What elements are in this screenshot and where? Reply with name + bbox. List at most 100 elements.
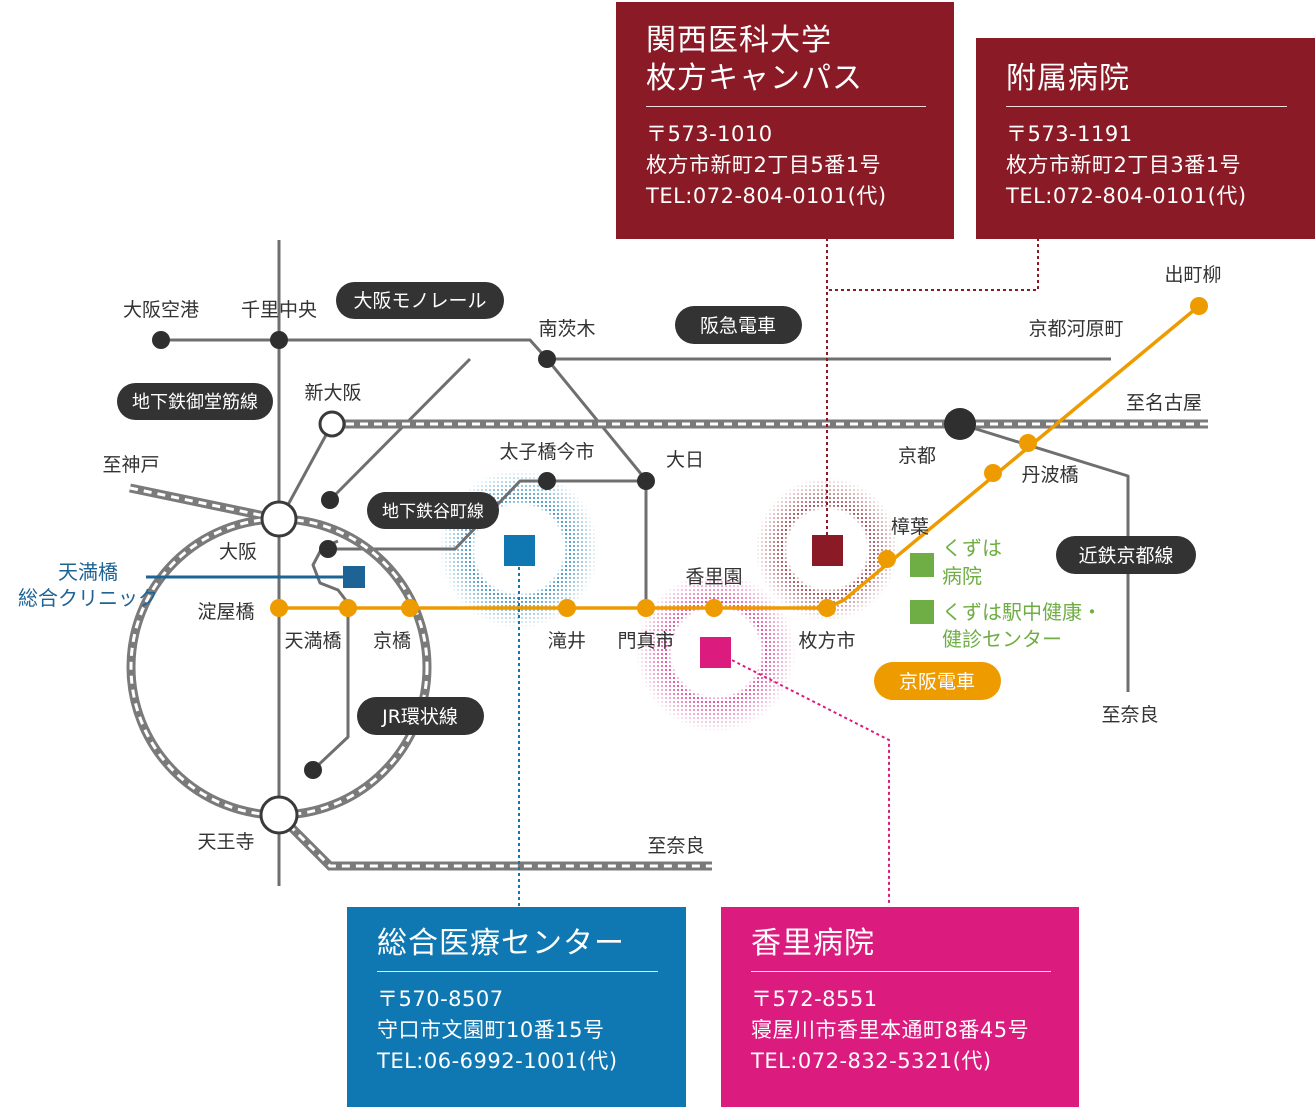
facility-label-kuzuha-center-2: 健診センター bbox=[942, 627, 1062, 651]
station-demachiyanagi bbox=[1190, 297, 1208, 315]
hankyu-osaka-branch bbox=[328, 357, 472, 502]
label-kintetsu: 近鉄京都線 bbox=[1078, 545, 1173, 567]
station-label-kyoto: 京都 bbox=[898, 445, 936, 467]
card-fuzoku-address: 枚方市新町2丁目3番1号 bbox=[1006, 153, 1242, 177]
station-korien bbox=[705, 599, 723, 617]
card-kanidai-title-1: 関西医科大学 bbox=[646, 23, 832, 58]
station-keihan-kyoto bbox=[1019, 434, 1037, 452]
station-kyoto bbox=[944, 408, 976, 440]
station-takii bbox=[558, 599, 576, 617]
station-label-osaka-airport: 大阪空港 bbox=[123, 299, 199, 321]
card-kori-title: 香里病院 bbox=[751, 926, 875, 961]
kintetsu-line bbox=[959, 422, 1130, 692]
station-kadoma bbox=[637, 599, 655, 617]
station-label-minami-ibaraki: 南茨木 bbox=[538, 318, 595, 340]
facility-kanidai-marker[interactable] bbox=[812, 535, 843, 566]
hankyu-line bbox=[279, 338, 1111, 361]
station-label-yodoyabashi: 淀屋橋 bbox=[197, 601, 254, 623]
station-label-kyobashi: 京橋 bbox=[373, 630, 411, 652]
facility-kori-marker[interactable] bbox=[700, 637, 731, 668]
station-hankyu-branch-end bbox=[321, 491, 339, 509]
card-kori-postal: 〒572-8551 bbox=[751, 987, 878, 1011]
card-fuzoku-postal: 〒573-1191 bbox=[1006, 122, 1133, 146]
station-osaka-airport bbox=[152, 331, 170, 349]
station-label-to-kobe: 至神戸 bbox=[102, 454, 159, 476]
facility-label-tenmabashi-2: 総合クリニック bbox=[18, 586, 158, 610]
facility-tenmabashi-clinic-marker[interactable] bbox=[343, 566, 365, 588]
station-label-tambabashi: 丹波橋 bbox=[1021, 464, 1078, 486]
pill-jr-loop bbox=[357, 697, 484, 735]
station-label-dainichi: 大日 bbox=[666, 449, 704, 471]
station-tennoji bbox=[259, 795, 299, 835]
card-kori-address: 寝屋川市香里本通町8番45号 bbox=[751, 1018, 1030, 1042]
card-kori: 香里病院 〒572-8551 寝屋川市香里本通町8番45号 TEL:072-83… bbox=[721, 907, 1079, 1107]
station-label-to-nara-jr: 至奈良 bbox=[647, 835, 704, 857]
card-kori-divider bbox=[751, 971, 1051, 972]
station-tambabashi bbox=[984, 464, 1002, 482]
station-yodoyabashi bbox=[270, 599, 288, 617]
card-kanidai-address: 枚方市新町2丁目5番1号 bbox=[646, 153, 882, 177]
pill-keihan bbox=[874, 662, 1001, 700]
pill-hankyu bbox=[675, 306, 802, 344]
label-midosuji: 地下鉄御堂筋線 bbox=[132, 392, 258, 413]
card-kanidai-title-2: 枚方キャンパス bbox=[646, 61, 863, 96]
label-tanimachi: 地下鉄谷町線 bbox=[382, 502, 484, 522]
label-monorail: 大阪モノレール bbox=[353, 290, 486, 312]
card-fuzoku-divider bbox=[1006, 106, 1287, 107]
station-osaka bbox=[260, 500, 298, 538]
station-shin-osaka bbox=[318, 410, 346, 438]
station-label-to-nara-kintetsu: 至奈良 bbox=[1101, 704, 1158, 726]
station-label-hirakatashi: 枚方市 bbox=[798, 630, 855, 652]
pill-kintetsu bbox=[1056, 536, 1196, 574]
card-fuzoku-tel[interactable]: TEL:072-804-0101(代) bbox=[1006, 184, 1247, 208]
station-label-takii: 滝井 bbox=[548, 630, 586, 652]
card-sogo-tel[interactable]: TEL:06-6992-1001(代) bbox=[377, 1049, 618, 1073]
facility-label-tenmabashi-1: 天満橋 bbox=[58, 560, 118, 584]
station-label-kyoto-kawaramachi: 京都河原町 bbox=[1028, 318, 1123, 340]
station-label-tennoji: 天王寺 bbox=[197, 831, 254, 853]
card-kanidai-divider bbox=[646, 106, 926, 107]
station-hirakatashi bbox=[818, 599, 836, 617]
card-sogo-divider bbox=[377, 971, 658, 972]
shinosaka-branch bbox=[281, 423, 334, 515]
jr-tozai-branch bbox=[311, 539, 350, 772]
card-sogo-title: 総合医療センター bbox=[377, 926, 625, 961]
station-tenmabashi bbox=[339, 599, 357, 617]
station-tozai-end bbox=[304, 761, 322, 779]
station-kyobashi bbox=[401, 599, 419, 617]
facility-label-kuzuha-center-1: くずは駅中健康・ bbox=[942, 600, 1102, 624]
card-fuzoku-title: 附属病院 bbox=[1006, 61, 1130, 96]
pill-tanimachi bbox=[367, 492, 499, 529]
card-kanidai: 関西医科大学 枚方キャンパス 〒573-1010 枚方市新町2丁目5番1号 TE… bbox=[616, 2, 954, 239]
pill-midosuji bbox=[117, 383, 273, 420]
card-sogo: 総合医療センター 〒570-8507 守口市文園町10番15号 TEL:06-6… bbox=[347, 907, 686, 1107]
facility-kuzuha-hospital-marker[interactable] bbox=[910, 553, 934, 577]
station-label-kadoma: 門真市 bbox=[617, 630, 674, 652]
card-sogo-address: 守口市文園町10番15号 bbox=[377, 1018, 605, 1042]
station-label-shin-osaka: 新大阪 bbox=[304, 382, 361, 404]
station-label-to-nagoya: 至名古屋 bbox=[1126, 392, 1202, 414]
label-jr-loop: JR環状線 bbox=[381, 706, 458, 728]
card-sogo-postal: 〒570-8507 bbox=[377, 987, 504, 1011]
leader-fuzoku bbox=[827, 238, 1039, 291]
station-dainichi bbox=[637, 472, 655, 490]
card-kanidai-tel[interactable]: TEL:072-804-0101(代) bbox=[646, 184, 887, 208]
station-label-kuzuha: 樟葉 bbox=[891, 516, 929, 538]
station-label-taishibashi: 太子橋今市 bbox=[499, 441, 594, 463]
station-label-senri-chuo: 千里中央 bbox=[241, 299, 317, 321]
keihan-line bbox=[279, 304, 1201, 610]
card-kanidai-postal: 〒573-1010 bbox=[646, 122, 773, 146]
card-fuzoku: 附属病院 〒573-1191 枚方市新町2丁目3番1号 TEL:072-804-… bbox=[976, 38, 1315, 239]
label-hankyu: 阪急電車 bbox=[700, 315, 776, 337]
station-minami-ibaraki bbox=[538, 350, 556, 368]
facility-sogo-marker[interactable] bbox=[504, 535, 535, 566]
card-kori-tel[interactable]: TEL:072-832-5321(代) bbox=[751, 1049, 992, 1073]
pill-monorail bbox=[336, 282, 504, 319]
facility-label-kuzuha-hospital-1: くずは bbox=[942, 536, 1002, 560]
station-tanimachi-end bbox=[319, 540, 337, 558]
facility-label-kuzuha-hospital-2: 病院 bbox=[942, 564, 982, 588]
facility-kuzuha-center-marker[interactable] bbox=[910, 600, 934, 624]
station-taishibashi bbox=[538, 472, 556, 490]
leader-kori bbox=[715, 651, 890, 906]
